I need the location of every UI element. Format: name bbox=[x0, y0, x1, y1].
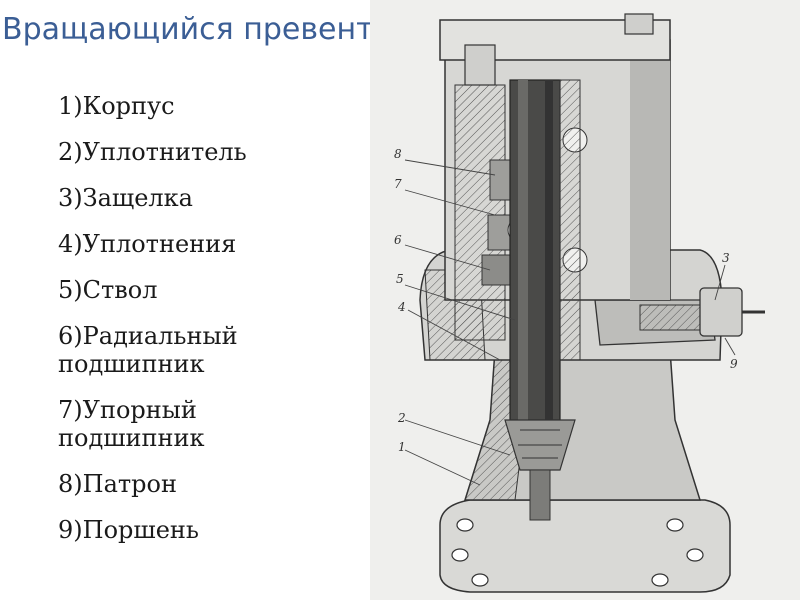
callout-5: 5 bbox=[396, 272, 404, 286]
preventer-diagram: 8 7 6 5 4 2 1 3 9 bbox=[370, 0, 800, 600]
callout-9: 9 bbox=[730, 357, 738, 371]
top-bolt bbox=[624, 13, 654, 35]
top-left-fitting bbox=[464, 44, 496, 86]
part-item-4: 4)Уплотнения bbox=[58, 230, 237, 258]
latch-piston bbox=[639, 304, 701, 331]
callout-8: 8 bbox=[394, 147, 402, 161]
part-item-3: 3)Защелка bbox=[58, 184, 193, 212]
callout-3: 3 bbox=[722, 251, 730, 265]
slide-title: Вращающийся превентор bbox=[2, 12, 411, 47]
parts-list: 1)Корпус 2)Уплотнитель 3)Защелка 4)Уплот… bbox=[58, 92, 288, 562]
callout-2: 2 bbox=[397, 411, 406, 425]
callout-6: 6 bbox=[394, 233, 402, 247]
part-item-9: 9)Поршень bbox=[58, 516, 199, 544]
part-item-8: 8)Патрон bbox=[58, 470, 177, 498]
stem-right-wall bbox=[559, 79, 581, 361]
flange-bolt-holes bbox=[451, 518, 704, 587]
latch-housing bbox=[699, 287, 743, 337]
bottom-flange bbox=[439, 499, 731, 593]
top-cap bbox=[439, 19, 671, 61]
upper-cylinder-shade bbox=[630, 40, 670, 300]
callout-1: 1 bbox=[398, 440, 406, 454]
preventer-drawing: 8 7 6 5 4 2 1 3 9 bbox=[394, 13, 765, 593]
part-item-2: 2)Уплотнитель bbox=[58, 138, 247, 166]
part-item-1: 1)Корпус bbox=[58, 92, 175, 120]
part-item-7: 7)Упорный подшипник bbox=[58, 396, 205, 452]
callout-7: 7 bbox=[394, 177, 402, 191]
cartridge-section bbox=[454, 84, 506, 341]
part-item-5: 5)Ствол bbox=[58, 276, 158, 304]
callout-4: 4 bbox=[397, 300, 406, 314]
part-item-6: 6)Радиальный подшипник bbox=[58, 322, 238, 378]
